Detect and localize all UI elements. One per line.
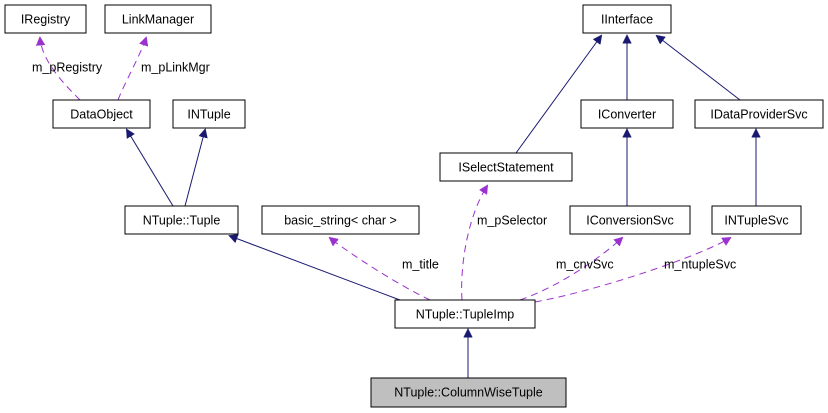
class-label-iinterface: IInterface bbox=[601, 12, 653, 26]
class-label-basic-string: basic_string< char > bbox=[284, 213, 397, 227]
class-box-dataobject[interactable]: DataObject bbox=[52, 99, 151, 129]
assoc-label-m-plinkmgr: m_pLinkMgr bbox=[141, 60, 210, 74]
class-box-ntuple-tuple[interactable]: NTuple::Tuple bbox=[124, 205, 239, 235]
edge-dataobject-linkmanager bbox=[117, 38, 146, 101]
edge-iselectstatement-iinterface bbox=[515, 36, 601, 154]
association-edges bbox=[40, 38, 730, 303]
class-label-ntuple-tupleimp: NTuple::TupleImp bbox=[416, 307, 514, 321]
edge-tupleimp-ntupletuple bbox=[230, 236, 401, 301]
class-label-iconverter: IConverter bbox=[598, 107, 656, 121]
class-label-intuplesvc: INTupleSvc bbox=[724, 213, 788, 227]
class-label-iregistry: IRegistry bbox=[21, 12, 71, 26]
class-box-iregistry[interactable]: IRegistry bbox=[4, 4, 87, 34]
class-box-ntuple-tupleimp[interactable]: NTuple::TupleImp bbox=[394, 299, 536, 329]
class-boxes: IRegistry LinkManager IInterface DataObj… bbox=[4, 4, 824, 408]
class-label-ntuple-tuple: NTuple::Tuple bbox=[143, 213, 221, 227]
class-box-iselectstatement[interactable]: ISelectStatement bbox=[439, 152, 573, 182]
class-box-ntuple-columnwisetuple[interactable]: NTuple::ColumnWiseTuple bbox=[370, 377, 567, 408]
class-box-basic-string[interactable]: basic_string< char > bbox=[261, 205, 420, 235]
class-box-intuplesvc[interactable]: INTupleSvc bbox=[711, 205, 802, 235]
edge-tupleimp-intuplesvc bbox=[534, 238, 730, 303]
class-box-linkmanager[interactable]: LinkManager bbox=[104, 4, 212, 34]
class-box-iconverter[interactable]: IConverter bbox=[580, 99, 674, 129]
class-label-iconversionsvc: IConversionSvc bbox=[586, 213, 674, 227]
edge-tupleimp-basicstring bbox=[330, 238, 431, 301]
assoc-label-m-cnvsvc: m_cnvSvc bbox=[556, 257, 614, 271]
inheritance-edges bbox=[127, 36, 756, 378]
class-label-intuple: INTuple bbox=[187, 107, 230, 121]
class-box-intuple[interactable]: INTuple bbox=[172, 99, 246, 129]
assoc-label-m-pselector: m_pSelector bbox=[477, 213, 547, 227]
edge-idataprovidersvc-iinterface bbox=[657, 36, 741, 101]
class-label-dataobject: DataObject bbox=[70, 107, 133, 121]
edge-ntupletuple-dataobject bbox=[127, 130, 174, 207]
class-label-idataprovidersvc: IDataProviderSvc bbox=[710, 107, 807, 121]
edge-tupleimp-iselectstatement bbox=[461, 186, 487, 301]
association-labels: m_pRegistry m_pLinkMgr m_pSelector m_tit… bbox=[32, 60, 736, 271]
assoc-label-m-ntuplesvc: m_ntupleSvc bbox=[664, 257, 736, 271]
class-label-iselectstatement: ISelectStatement bbox=[458, 160, 554, 174]
class-label-linkmanager: LinkManager bbox=[122, 12, 194, 26]
class-box-iconversionsvc[interactable]: IConversionSvc bbox=[569, 205, 691, 235]
assoc-label-m-pregistry: m_pRegistry bbox=[32, 60, 103, 74]
class-label-ntuple-columnwisetuple: NTuple::ColumnWiseTuple bbox=[394, 385, 542, 399]
edge-dataobject-iregistry bbox=[40, 38, 81, 101]
edge-ntupletuple-intuple bbox=[184, 130, 205, 207]
assoc-label-m-title: m_title bbox=[402, 257, 439, 271]
class-box-idataprovidersvc[interactable]: IDataProviderSvc bbox=[694, 99, 824, 129]
edge-tupleimp-iconversionsvc bbox=[519, 238, 622, 301]
class-box-iinterface[interactable]: IInterface bbox=[582, 4, 672, 34]
